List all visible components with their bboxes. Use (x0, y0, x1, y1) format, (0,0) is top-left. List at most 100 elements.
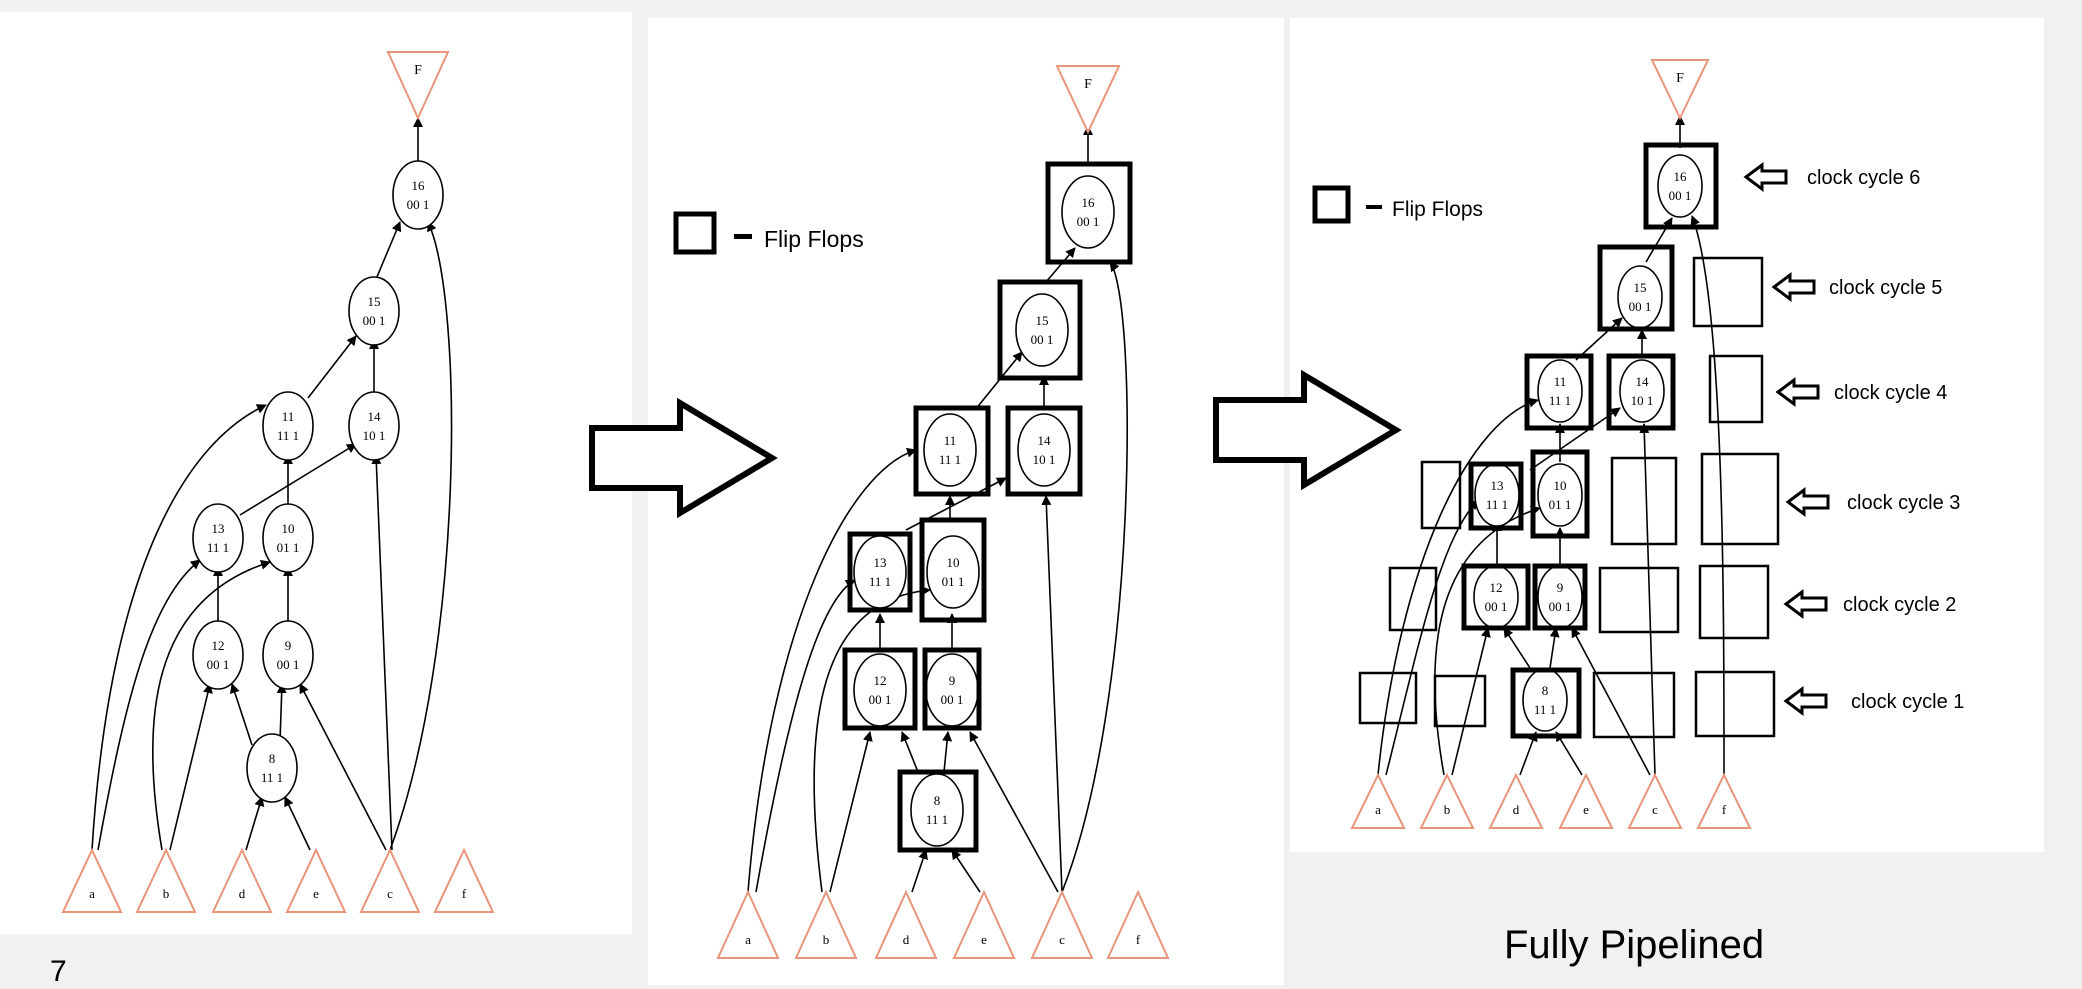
clock-cycle-3-arrow (1785, 487, 1830, 517)
node-13-ellipse (192, 503, 244, 573)
node-15-ellipse (1617, 265, 1663, 329)
edge-a-11 (747, 447, 917, 893)
input-e-label: e (313, 886, 319, 901)
flip-flop-16 (1643, 142, 1719, 230)
node-14-ellipse (1017, 413, 1071, 487)
edge-b-12 (169, 683, 213, 851)
node-11-id: 11 (944, 433, 957, 448)
node-9-value: 00 1 (277, 657, 300, 672)
edge-a-13 (1385, 499, 1479, 776)
node-8-id: 8 (934, 793, 941, 808)
flip-flop-13 (1468, 461, 1524, 531)
input-d: d (211, 847, 273, 913)
input-e-label: e (1583, 802, 1589, 817)
node-8-ellipse (910, 773, 964, 847)
input-f: f (433, 847, 495, 913)
output-F: F (386, 51, 450, 121)
node-15-ellipse (348, 276, 400, 346)
node-16: 16 00 1 (1061, 175, 1115, 249)
node-16-id: 16 (1082, 195, 1096, 210)
input-d: d (1488, 772, 1544, 829)
clock-cycle-2-label: clock cycle 2 (1843, 594, 1956, 616)
flip-flop-9 (922, 647, 982, 731)
input-b: b (794, 889, 858, 959)
pipeline-register-c-c1 (1592, 671, 1676, 739)
node-12-ellipse (1473, 565, 1519, 629)
node-10-ellipse (1537, 463, 1583, 527)
node-15-value: 00 1 (1031, 332, 1054, 347)
input-b: b (135, 847, 197, 913)
node-16-value: 00 1 (1669, 188, 1692, 203)
panel-registered-background (648, 18, 1284, 985)
edge-f-16 (389, 221, 453, 851)
transform-arrow-2 (1213, 369, 1402, 491)
input-e-triangle (1558, 772, 1614, 829)
pipeline-register-f-c4 (1708, 354, 1764, 424)
input-a: a (716, 889, 780, 959)
clock-cycle-6-arrow (1743, 162, 1788, 192)
node-12-ellipse (853, 653, 907, 727)
input-c: c (1030, 889, 1094, 959)
edge-8-9 (942, 731, 953, 773)
flip-flop-14 (1005, 405, 1083, 497)
pipeline-register-c-c3 (1610, 456, 1678, 546)
node-13-ellipse (1474, 463, 1520, 527)
node-9-ellipse (925, 653, 979, 727)
edge-8-12 (230, 683, 253, 746)
pipeline-register-c-c2 (1598, 566, 1680, 634)
input-d-triangle (874, 889, 938, 959)
input-d-label: d (1513, 802, 1520, 817)
node-9: 900 1 (262, 620, 314, 690)
flip-flop-12 (1461, 563, 1531, 631)
input-c-triangle (359, 847, 421, 913)
flip-flop-11 (913, 405, 991, 497)
input-c: c (359, 847, 421, 913)
node-14-id: 14 (368, 409, 382, 424)
input-e-triangle (952, 889, 1016, 959)
flip-flop-10 (919, 517, 987, 623)
node-16-id: 16 (412, 178, 426, 193)
input-b-label: b (823, 932, 830, 947)
output-F-label: F (1084, 77, 1092, 92)
input-a-triangle (61, 847, 123, 913)
node-12-value: 00 1 (207, 657, 230, 672)
edge-8-12 (1503, 627, 1531, 669)
node-13-value: 11 1 (207, 540, 229, 555)
edge-b-10 (813, 585, 931, 893)
node-8-ellipse (1522, 668, 1568, 732)
edge-f-16 (1061, 261, 1128, 893)
edge-a-11 (91, 404, 267, 851)
node-14-ellipse (1619, 359, 1665, 423)
node-10-id: 10 (282, 521, 295, 536)
node-16-value: 00 1 (1077, 214, 1100, 229)
edge-c-14 (1639, 423, 1656, 776)
edge-c-14 (371, 454, 393, 851)
node-15-ellipse (1015, 293, 1069, 367)
transform-arrow-1 (589, 397, 778, 519)
input-f: f (1106, 889, 1170, 959)
input-a-triangle (716, 889, 780, 959)
node-8-value: 11 1 (261, 770, 283, 785)
pipeline-register-f-c5 (1692, 256, 1764, 328)
legend-flip-flops-label: Flip Flops (1392, 198, 1483, 221)
node-10-id: 10 (1554, 478, 1567, 493)
node-9-id: 9 (949, 673, 956, 688)
node-9: 900 1 (1537, 565, 1583, 629)
edge-a-13 (755, 579, 856, 893)
node-12-ellipse (192, 620, 244, 690)
input-b-label: b (163, 886, 170, 901)
input-d-triangle (211, 847, 273, 913)
node-15-value: 00 1 (363, 313, 386, 328)
flip-flop-10 (1530, 449, 1590, 539)
input-e: e (952, 889, 1016, 959)
input-f-label: f (1136, 932, 1141, 947)
